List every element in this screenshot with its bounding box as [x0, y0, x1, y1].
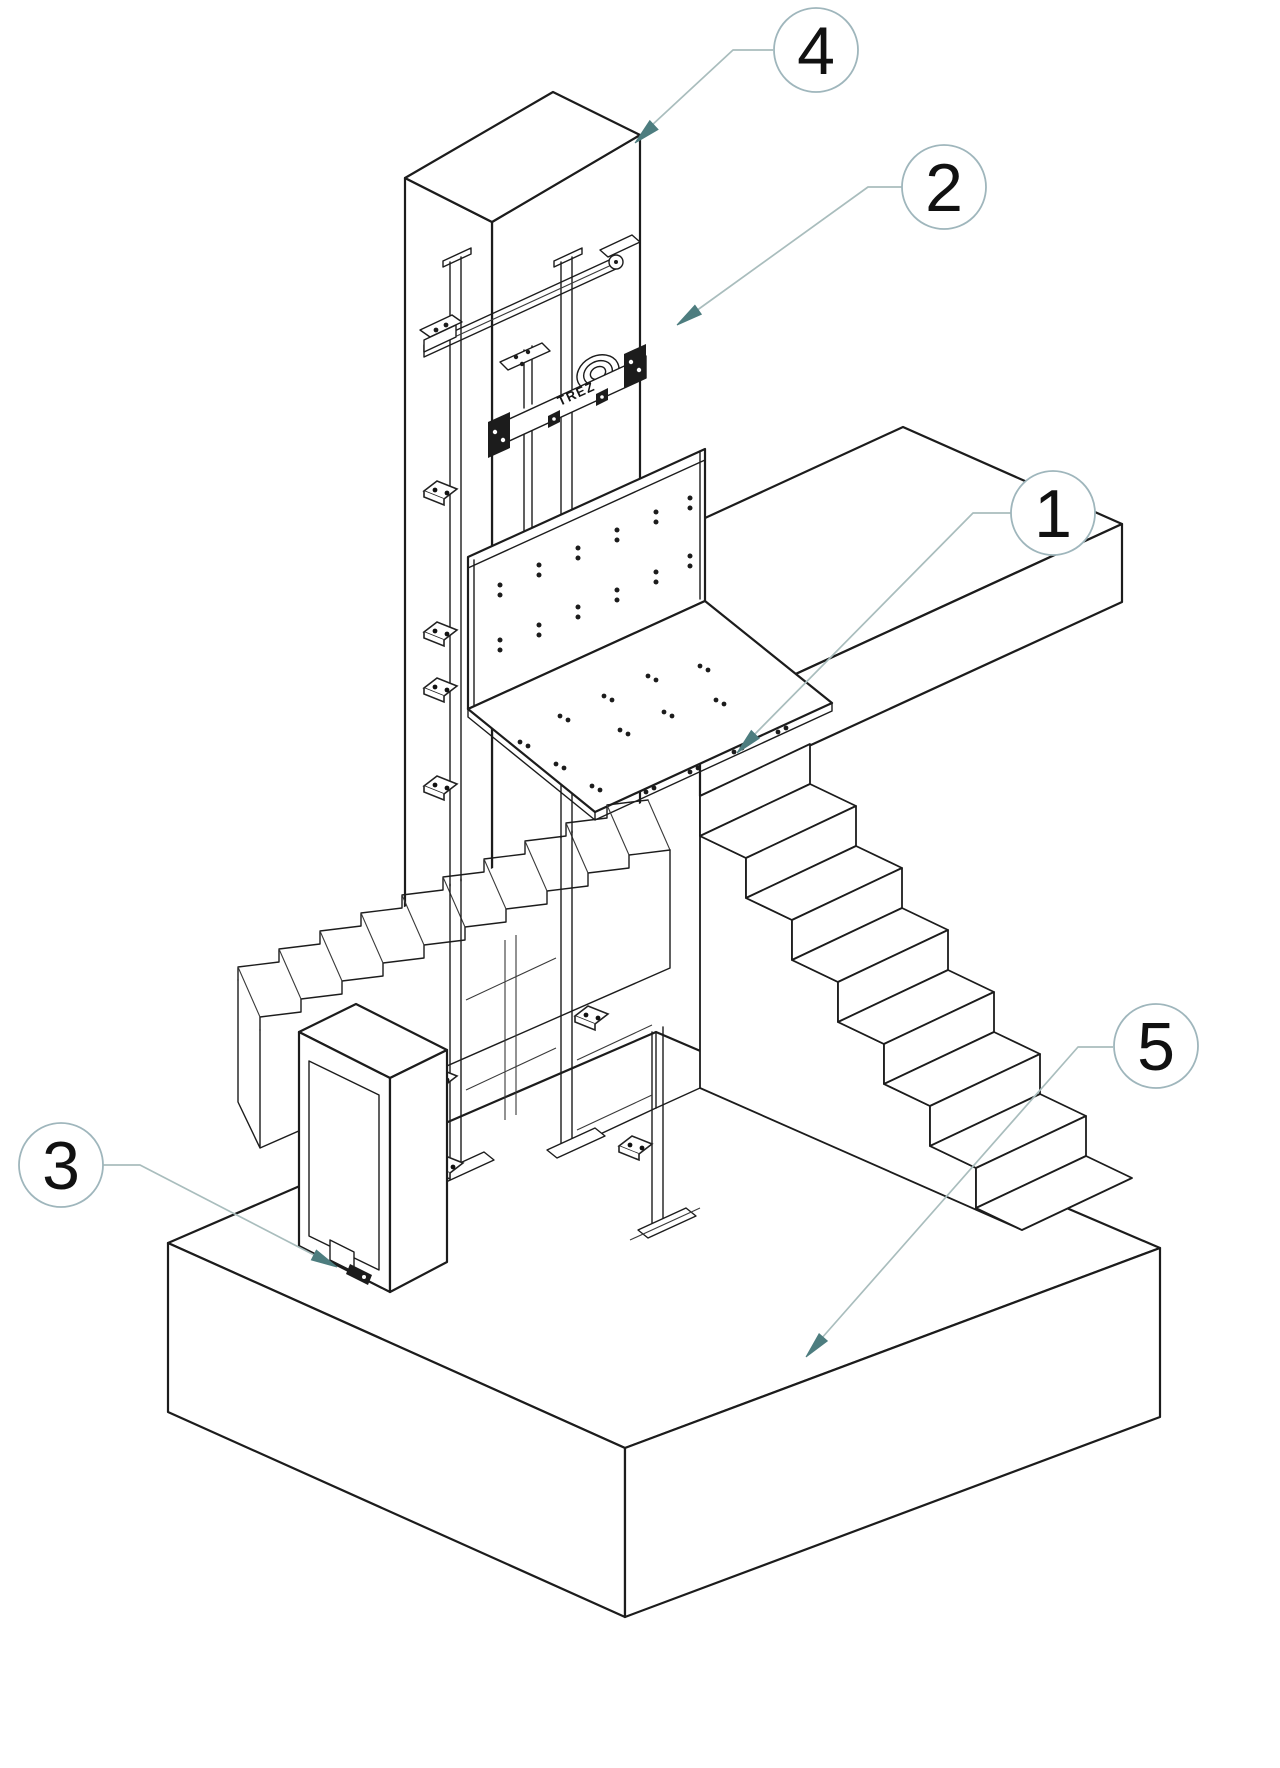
arrowhead-2	[676, 304, 703, 326]
callouts: 4 2 1 3 5	[18, 7, 1199, 1358]
leader-line-4	[650, 49, 773, 127]
cabinet-lock	[329, 1239, 372, 1285]
callout-number-2: 2	[925, 150, 963, 226]
callout-number-4: 4	[797, 13, 835, 89]
wall-bolt-pattern	[497, 495, 693, 653]
drive-unit: TREZ	[419, 234, 647, 801]
callout-4: 4	[634, 7, 859, 144]
callout-circle-4	[773, 7, 859, 93]
leader-line-2	[695, 186, 904, 312]
brand-beam: TREZ	[488, 344, 647, 458]
arrowhead-3	[310, 1249, 338, 1268]
leader-line-1	[752, 512, 1012, 737]
callout-circle-2	[901, 144, 987, 230]
callout-number-5: 5	[1137, 1009, 1175, 1085]
callout-5: 5	[805, 1003, 1199, 1358]
arrowhead-1	[736, 729, 760, 754]
callout-2: 2	[676, 144, 987, 326]
arrowhead-5	[805, 1333, 829, 1358]
staircase	[699, 743, 1133, 1231]
callout-circle-3	[18, 1122, 104, 1208]
callout-1: 1	[736, 470, 1096, 754]
callout-circle-5	[1113, 1003, 1199, 1089]
cabinet-door	[308, 1060, 380, 1271]
guide-rails	[442, 247, 583, 887]
lift-mast: TREZ	[419, 234, 647, 887]
callout-number-3: 3	[42, 1128, 80, 1204]
callout-3: 3	[18, 1122, 338, 1268]
mast-pit-section	[423, 830, 701, 1241]
leader-line-3	[103, 1164, 317, 1257]
callout-circle-1	[1010, 470, 1096, 556]
callout-number-1: 1	[1034, 476, 1072, 552]
arrowhead-4	[634, 119, 659, 144]
leader-line-5	[820, 1046, 1113, 1340]
control-cabinet	[297, 1002, 449, 1294]
